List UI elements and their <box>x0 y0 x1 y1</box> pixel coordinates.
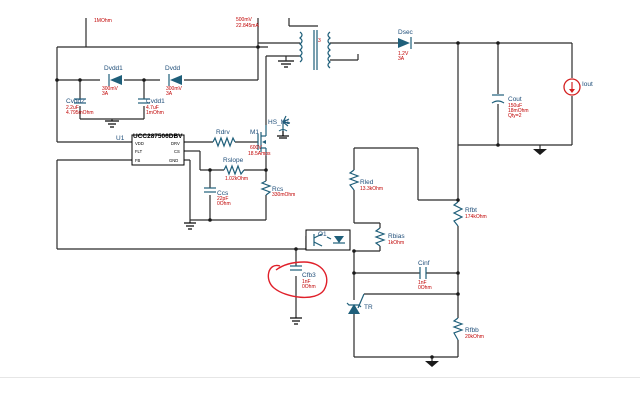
top-current-value: 22.845mA <box>236 23 259 29</box>
iout-current-source[interactable] <box>563 78 581 96</box>
dvdd-diode[interactable] <box>168 74 182 86</box>
rled-resistor[interactable] <box>348 169 360 191</box>
tr-label: TR <box>364 304 373 311</box>
rled-label: Rled <box>360 179 374 186</box>
ground-symbol-cout <box>533 145 547 155</box>
m1-mosfet[interactable] <box>257 125 267 156</box>
cfb3-v2: 0Ohm <box>302 284 316 290</box>
dvdd1-label: Dvdd1 <box>104 65 123 72</box>
cvdd2-v1: 2.2uF <box>66 105 79 111</box>
rbias-resistor[interactable] <box>374 227 386 247</box>
rfbt-label: Rfbt <box>465 207 477 214</box>
rfbt-resistor[interactable] <box>452 201 464 227</box>
bottom-panel <box>0 377 640 414</box>
cvdd1-v1: 4.7uF <box>146 105 159 111</box>
iout-label: Iout <box>582 81 593 88</box>
svg-text:3: 3 <box>318 38 321 44</box>
rled-v1: 13.3kOhm <box>360 186 383 192</box>
wires <box>56 18 573 361</box>
cfb3-v1: 1nF <box>302 279 311 285</box>
rcs-label: Rcs <box>272 186 284 193</box>
controller-ic[interactable] <box>131 134 185 166</box>
cout-label: Cout <box>508 96 522 103</box>
o1-label: O1 <box>318 231 327 238</box>
rdrv-resistor[interactable] <box>212 136 236 148</box>
ic-ref: U1 <box>116 135 125 142</box>
top-voltage-value: 500mV <box>236 17 253 23</box>
dvdd-label: Dvdd <box>165 65 181 72</box>
cvdd2-label: Cvdd2 <box>66 98 85 105</box>
cvdd2-v2: 4.795mOhm <box>66 110 94 116</box>
ic-pin-drv: DRV <box>171 141 180 146</box>
rbias-v1: 1kOhm <box>388 240 404 246</box>
junction-dots <box>55 41 500 359</box>
rfbt-v1: 174kOhm <box>465 214 487 220</box>
ground-symbol-ic <box>184 220 196 230</box>
top-resistor-value: 1MOhm <box>94 18 112 24</box>
cinf-v2: 0Ohm <box>418 285 432 291</box>
ic-pin-gnd: GND <box>169 158 178 163</box>
cvdd1-v2: 1mOhm <box>146 110 164 116</box>
ground-symbol-bottom <box>425 361 439 367</box>
dsec-v1: 1.2V <box>398 51 409 57</box>
ground-symbol-cvdd <box>105 119 119 128</box>
m1-v1: 600V <box>250 145 262 151</box>
cfb3-label: Cfb3 <box>302 272 316 279</box>
rslope-v1: 1.02kOhm <box>225 176 248 182</box>
cfb3-capacitor[interactable] <box>290 265 302 271</box>
cvdd1-capacitor[interactable] <box>138 98 150 104</box>
ic-pin-flt: FLT <box>135 149 143 154</box>
cvdd1-label: Cvdd1 <box>146 98 165 105</box>
heatsink-icon[interactable] <box>277 115 291 139</box>
dvdd1-v2: 3A <box>102 91 109 97</box>
ccs-v1: 22pF <box>217 196 228 202</box>
ccs-v2: 0Ohm <box>217 201 231 207</box>
rfbb-v1: 20kOhm <box>465 334 484 340</box>
ground-symbol <box>278 56 294 68</box>
tr-shunt-regulator[interactable] <box>346 293 365 314</box>
rbias-label: Rbias <box>388 233 405 240</box>
ic-pin-fb: FB <box>135 158 141 163</box>
cout-v1: 150uF <box>508 103 522 109</box>
rslope-label: Rslope <box>223 157 244 164</box>
rcs-resistor[interactable] <box>260 180 272 196</box>
m1-label: M1 <box>250 129 259 136</box>
rdrv-label: Rdrv <box>216 129 230 136</box>
cinf-label: Cinf <box>418 260 430 267</box>
rfbb-resistor[interactable] <box>452 317 464 341</box>
rcs-v1: 330mOhm <box>272 192 295 198</box>
rfbb-label: Rfbb <box>465 327 479 334</box>
dvdd-v1: 300mV <box>166 86 183 92</box>
ic-name: UCC287506DBV <box>133 133 183 140</box>
ground-symbol-cfb3 <box>290 317 302 325</box>
dvdd1-diode[interactable] <box>108 74 122 86</box>
ccs-capacitor[interactable] <box>204 187 216 193</box>
ccs-label: Ccs <box>217 190 229 197</box>
cout-v3: Qty=2 <box>508 113 522 119</box>
cinf-v1: 1nF <box>418 280 427 286</box>
cvdd2-capacitor[interactable] <box>74 98 86 104</box>
cinf-capacitor[interactable] <box>419 267 427 279</box>
cout-capacitor[interactable] <box>491 94 505 104</box>
dsec-label: Dsec <box>398 29 414 36</box>
cout-v2: 18mOhm <box>508 108 529 114</box>
dvdd-v2: 3A <box>166 91 173 97</box>
dsec-diode[interactable] <box>398 37 412 49</box>
m1-v2: 18.5Amps <box>248 151 271 157</box>
transformer[interactable]: 3 <box>299 30 331 70</box>
ic-pin-cs: CS <box>174 149 180 154</box>
ic-pin-vdd: VDD <box>135 141 144 146</box>
rslope-resistor[interactable] <box>223 164 245 176</box>
hs-m1-label: HS_M1 <box>268 119 290 126</box>
dvdd1-v1: 300mV <box>102 86 119 92</box>
o1-optocoupler[interactable] <box>305 229 351 251</box>
cfb3-highlight-annotation <box>267 261 328 298</box>
dsec-v2: 3A <box>398 56 405 62</box>
